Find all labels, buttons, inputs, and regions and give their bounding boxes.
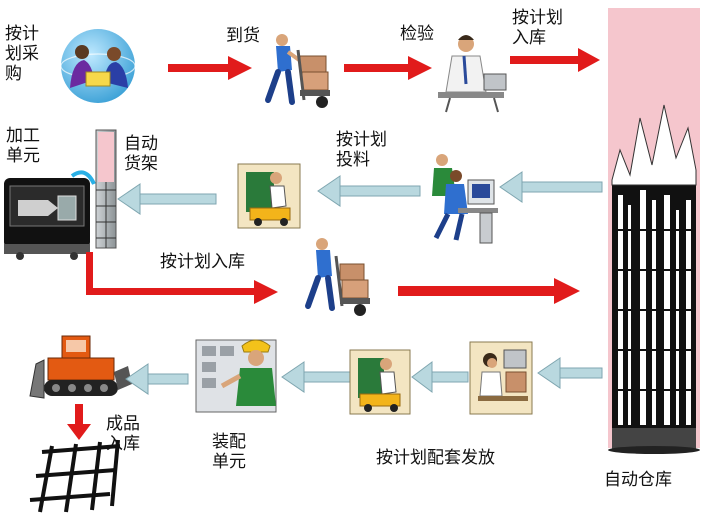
flow-arrow bbox=[168, 56, 252, 80]
handshake-globe-icon bbox=[60, 29, 136, 103]
return-arrow bbox=[317, 175, 421, 207]
flow-arrow bbox=[67, 404, 91, 440]
bulldozer-icon bbox=[29, 335, 132, 399]
return-arrow bbox=[499, 171, 603, 203]
flow-arrow bbox=[344, 56, 432, 80]
storage-rack-icon bbox=[95, 129, 117, 249]
hand-truck-worker-icon bbox=[305, 238, 370, 316]
return-arrow bbox=[411, 361, 469, 393]
label-finished-goods: 成品入库 bbox=[106, 414, 140, 454]
label-auto-shelf: 自动货架 bbox=[124, 134, 158, 174]
hand-truck-worker-icon bbox=[265, 34, 330, 108]
computer-operators-icon bbox=[432, 154, 498, 244]
high-rise-warehouse-icon bbox=[608, 8, 700, 454]
forklift-worker-icon bbox=[237, 163, 301, 229]
label-machining-unit: 加工单元 bbox=[6, 126, 40, 166]
return-arrow bbox=[537, 357, 603, 389]
pallet-rack-icon bbox=[29, 439, 121, 513]
label-to-warehouse-top: 按计划入库 bbox=[512, 8, 563, 48]
machining-center-icon bbox=[4, 170, 96, 260]
label-arrival: 到货 bbox=[226, 26, 260, 46]
flow-arrow bbox=[398, 278, 580, 304]
forklift-worker-icon bbox=[349, 349, 411, 415]
return-arrow bbox=[281, 361, 351, 393]
flow-arrow bbox=[86, 252, 278, 304]
assembly-worker-icon bbox=[195, 339, 277, 413]
flow-arrow bbox=[510, 48, 600, 72]
label-auto-warehouse: 自动仓库 bbox=[604, 470, 672, 490]
label-inspection: 检验 bbox=[400, 24, 434, 44]
return-arrow bbox=[125, 363, 189, 395]
label-kit-dispatch: 按计划配套发放 bbox=[376, 448, 495, 468]
label-to-warehouse-mid: 按计划入库 bbox=[160, 252, 245, 272]
office-worker-icon bbox=[469, 341, 533, 415]
label-feed-by-plan: 按计划投料 bbox=[336, 130, 387, 170]
label-assembly-unit: 装配单元 bbox=[212, 432, 246, 472]
inspector-desk-icon bbox=[438, 35, 507, 113]
return-arrow bbox=[117, 183, 217, 215]
label-purchase: 按计划采购 bbox=[5, 24, 39, 84]
